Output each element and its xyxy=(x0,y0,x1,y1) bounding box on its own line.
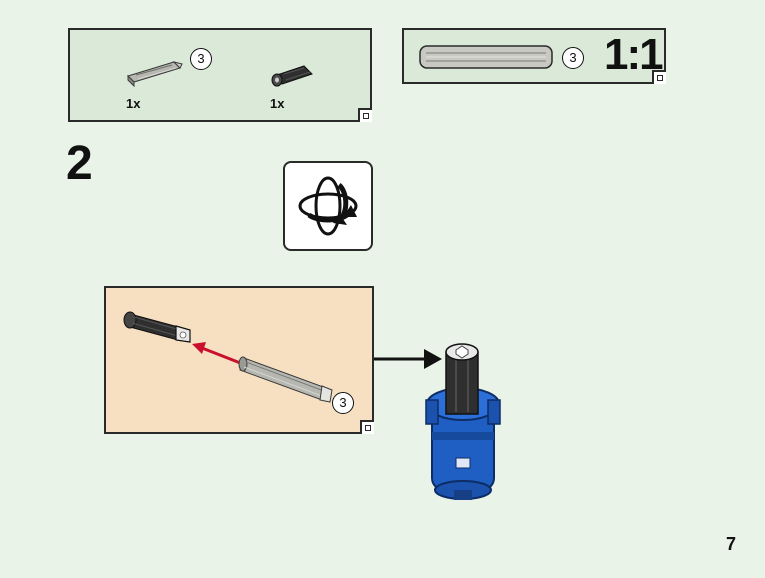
rotate-model-panel xyxy=(283,161,373,251)
corner-tab-icon xyxy=(360,420,374,434)
page-number: 7 xyxy=(726,534,737,554)
parts-axle-length-badge: 3 xyxy=(190,48,212,70)
parts-list-panel: 3 1x 1x xyxy=(68,28,372,122)
grey-axle-3-icon xyxy=(127,61,183,88)
corner-tab-icon xyxy=(358,108,372,122)
parts-item-quantity: 1x xyxy=(126,96,141,111)
step-number: 2 xyxy=(66,137,93,190)
scale-reference-panel: 3 xyxy=(402,28,666,84)
rotate-model-icon xyxy=(298,176,358,236)
grey-axle-3-icon xyxy=(238,356,333,403)
black-axle-connector-icon xyxy=(123,311,191,343)
scale-axle-length-badge: 3 xyxy=(562,47,584,69)
subassembly-axle-length-badge: 3 xyxy=(332,392,354,414)
scale-label: 1:1 xyxy=(604,30,664,79)
black-axle-connector-icon xyxy=(271,65,313,87)
attach-arrow-icon xyxy=(374,349,442,369)
model-assembly-icon xyxy=(425,343,501,500)
parts-item-quantity: 1x xyxy=(270,96,285,111)
corner-tab-icon xyxy=(652,70,666,84)
grey-axle-scale-icon xyxy=(419,45,553,69)
subassembly-callout: 3 xyxy=(104,286,374,434)
